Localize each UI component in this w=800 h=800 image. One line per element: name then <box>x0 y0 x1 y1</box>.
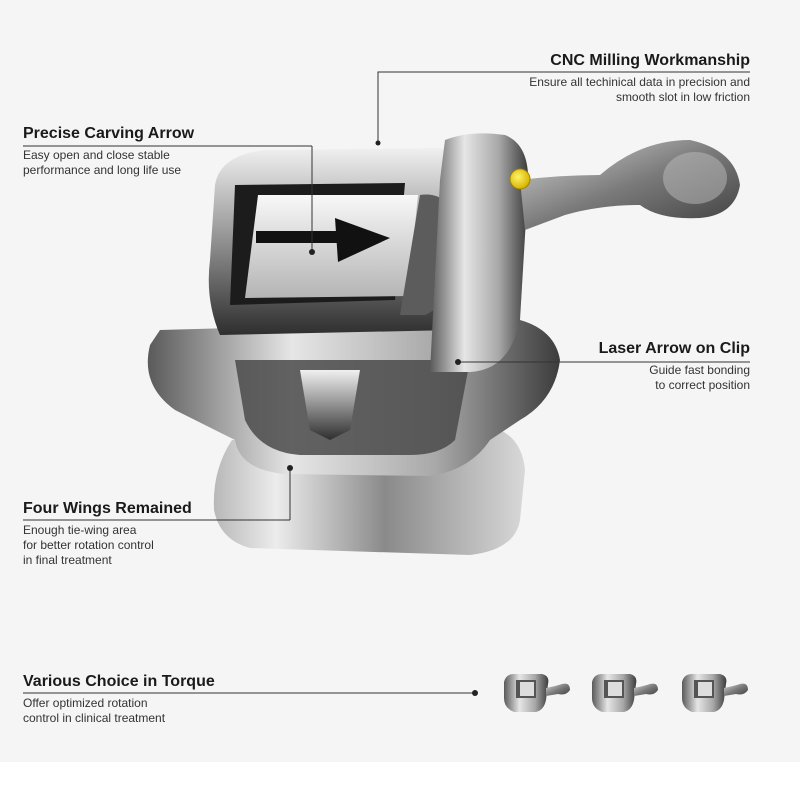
desc-line: Ensure all techinical data in precision … <box>529 75 750 89</box>
callout-torque-choice: Various Choice in Torque Offer optimized… <box>23 673 215 726</box>
desc-line: control in clinical treatment <box>23 711 166 725</box>
yellow-dot-marker <box>509 168 531 190</box>
hook-ball-highlight <box>663 152 727 204</box>
torque-bracket-thumbnail <box>592 674 658 712</box>
torque-bracket-thumbnail <box>682 674 748 712</box>
callout-title: Four Wings Remained <box>23 500 192 517</box>
callout-title: CNC Milling Workmanship <box>550 52 750 69</box>
callout-cnc-milling: CNC Milling Workmanship Ensure all techi… <box>529 52 750 105</box>
callout-carving-arrow: Precise Carving Arrow Easy open and clos… <box>23 125 194 178</box>
callout-desc: Enough tie-wing area for better rotation… <box>23 523 192 568</box>
desc-line: Offer optimized rotation <box>23 696 148 710</box>
desc-line: Enough tie-wing area <box>23 523 137 537</box>
callout-title: Various Choice in Torque <box>23 673 215 690</box>
callout-desc: Easy open and close stable performance a… <box>23 148 194 178</box>
desc-line: smooth slot in low friction <box>615 90 750 104</box>
leader-lines <box>23 71 750 694</box>
desc-line: in final treatment <box>23 553 112 567</box>
leader-dots <box>287 140 478 696</box>
callout-desc: Ensure all techinical data in precision … <box>529 75 750 105</box>
bottom-band <box>0 762 800 800</box>
desc-line: for better rotation control <box>23 538 154 552</box>
callout-laser-arrow: Laser Arrow on Clip Guide fast bonding t… <box>599 340 750 393</box>
carved-arrow-icon <box>256 218 390 262</box>
callout-four-wings: Four Wings Remained Enough tie-wing area… <box>23 500 192 568</box>
bracket-clip-tower <box>430 133 529 372</box>
desc-line: Guide fast bonding <box>649 363 750 377</box>
callout-title: Precise Carving Arrow <box>23 125 195 142</box>
callout-desc: Guide fast bonding to correct position <box>599 363 750 393</box>
bracket-center-wing <box>300 370 360 440</box>
callout-title: Laser Arrow on Clip <box>598 340 750 357</box>
callout-desc: Offer optimized rotation control in clin… <box>23 696 215 726</box>
torque-bracket-thumbnail <box>504 674 570 712</box>
bracket-clip-plate <box>245 195 418 298</box>
desc-line: to correct position <box>655 378 750 392</box>
desc-line: performance and long life use <box>23 163 182 177</box>
desc-line: Easy open and close stable <box>23 148 170 162</box>
